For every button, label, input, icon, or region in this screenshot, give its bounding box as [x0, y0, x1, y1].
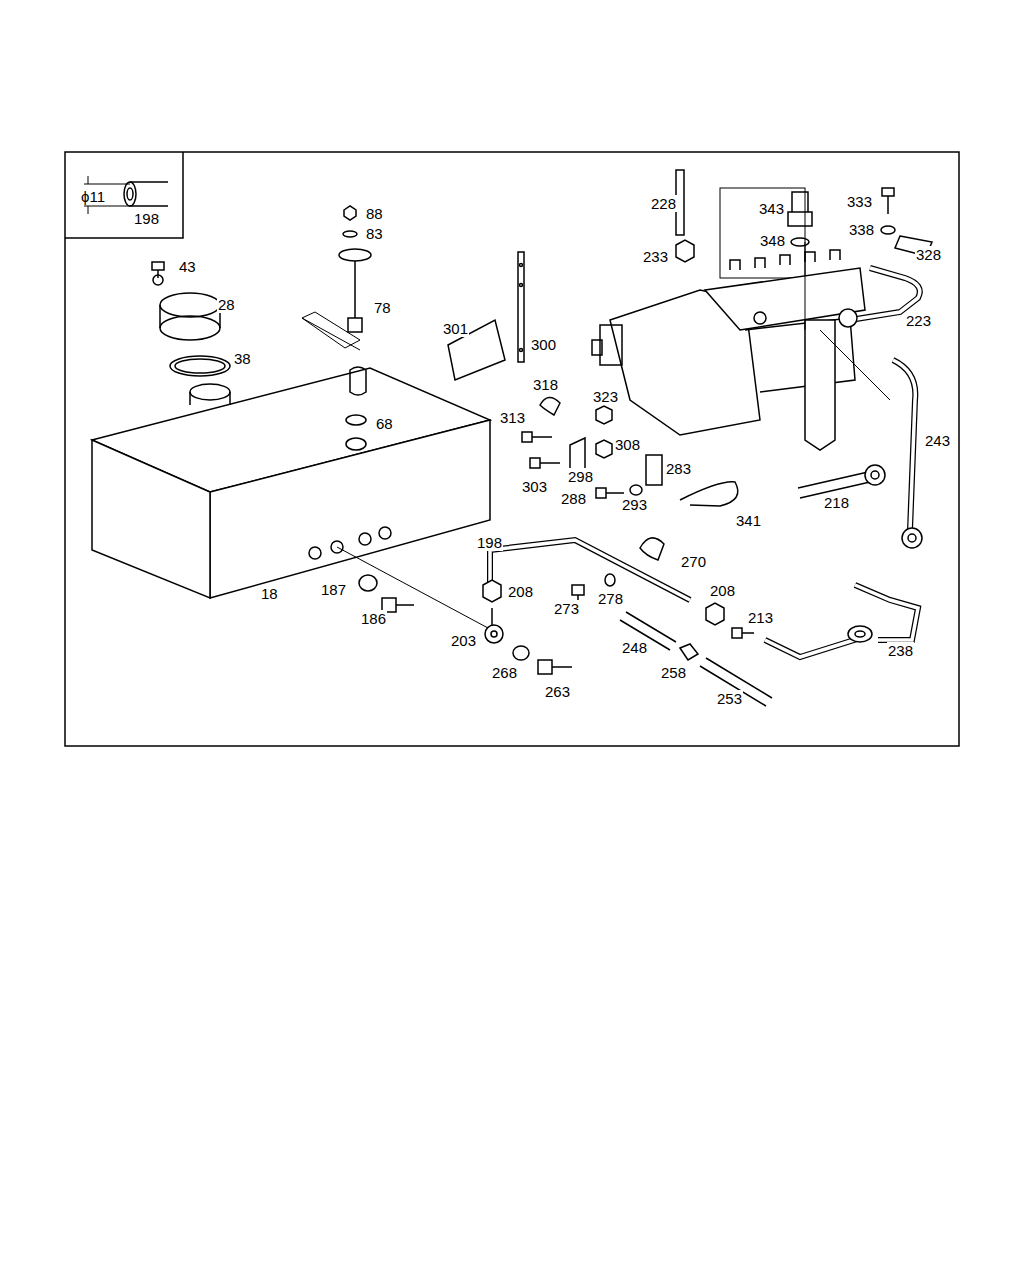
callout-number: 88: [365, 205, 384, 222]
callout-number: 43: [178, 258, 197, 275]
callout-number: 338: [848, 221, 875, 238]
callout-number: 328: [915, 246, 942, 263]
callout-number: 333: [846, 193, 873, 210]
callout-number: 288: [560, 490, 587, 507]
callout-number: 187: [320, 581, 347, 598]
callout-number: 38: [233, 350, 252, 367]
callout-number: 238: [887, 642, 914, 659]
callout-number: 308: [614, 436, 641, 453]
callout-number: 300: [530, 336, 557, 353]
callout-number: 318: [532, 376, 559, 393]
callout-number: 223: [905, 312, 932, 329]
callout-number: 68: [375, 415, 394, 432]
callout-number: 273: [553, 600, 580, 617]
callout-number: 233: [642, 248, 669, 265]
dimension-label: ϕ11: [80, 188, 106, 205]
callout-number: 198: [476, 534, 503, 551]
dimension-label: 198: [133, 210, 160, 227]
callout-number: 218: [823, 494, 850, 511]
callout-number: 186: [360, 610, 387, 627]
callout-number: 213: [747, 609, 774, 626]
callout-number: 270: [680, 553, 707, 570]
callout-number: 298: [567, 468, 594, 485]
callout-number: 253: [716, 690, 743, 707]
callout-number: 203: [450, 632, 477, 649]
callout-number: 83: [365, 225, 384, 242]
callout-number: 293: [621, 496, 648, 513]
callout-number: 283: [665, 460, 692, 477]
callout-number: 208: [709, 582, 736, 599]
callout-number: 18: [260, 585, 279, 602]
callout-number: 303: [521, 478, 548, 495]
callout-number: 343: [758, 200, 785, 217]
callout-number: 258: [660, 664, 687, 681]
callout-number: 348: [759, 232, 786, 249]
callout-number: 228: [650, 195, 677, 212]
callout-number: 28: [217, 296, 236, 313]
callout-number: 268: [491, 664, 518, 681]
callout-number: 313: [499, 409, 526, 426]
callout-number: 323: [592, 388, 619, 405]
callout-number: 78: [373, 299, 392, 316]
callout-number: 341: [735, 512, 762, 529]
callout-number: 278: [597, 590, 624, 607]
callout-number: 263: [544, 683, 571, 700]
callout-number: 301: [442, 320, 469, 337]
callout-number: 208: [507, 583, 534, 600]
callout-number: 243: [924, 432, 951, 449]
callout-number: 248: [621, 639, 648, 656]
